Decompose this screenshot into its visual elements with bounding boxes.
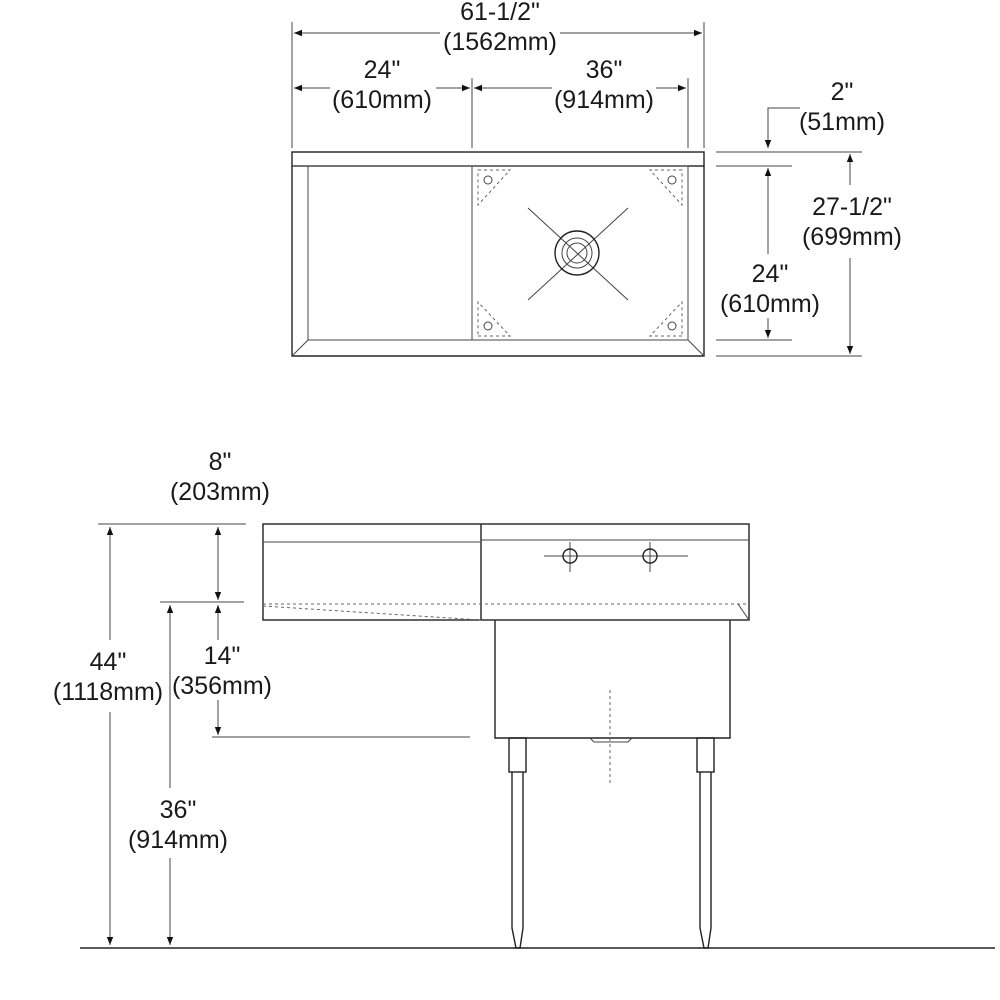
overall-height-mm: (1118mm) — [53, 678, 163, 706]
plan-backsplash-edge — [291, 151, 705, 167]
overall-width-in: 61-1/2" — [460, 0, 540, 26]
bowl-height-in: 14" — [204, 642, 241, 670]
bowl-depth-in: 24" — [752, 260, 789, 288]
rim-height-in: 36" — [160, 796, 197, 824]
front-bowl — [494, 620, 731, 739]
overall-width-mm: (1562mm) — [443, 28, 557, 56]
front-top-assembly — [262, 523, 750, 621]
bowl-width-mm: (914mm) — [554, 86, 654, 114]
plan-bowl — [471, 165, 689, 341]
bowl-height-mm: (356mm) — [172, 672, 272, 700]
drainboard-width-mm: (610mm) — [332, 86, 432, 114]
front-legs — [508, 737, 715, 949]
plan-drain — [527, 207, 629, 301]
plan-corner-brackets — [477, 169, 683, 337]
bowl-depth-mm: (610mm) — [720, 290, 820, 318]
rim-height-mm: (914mm) — [128, 826, 228, 854]
backsplash-height-mm: (203mm) — [170, 478, 270, 506]
faucet-holes — [544, 542, 688, 572]
overall-height-in: 44" — [90, 648, 127, 676]
drainboard-width-in: 24" — [364, 56, 401, 84]
front-view: 8" (203mm) 14" (356mm) 44" (1118mm) 36" … — [53, 448, 995, 949]
plan-view: 61-1/2" (1562mm) 24" (610mm) 36" (914mm)… — [291, 0, 902, 357]
backsplash-height-in: 8" — [209, 448, 232, 476]
overall-depth-in: 27-1/2" — [812, 193, 892, 221]
backsplash-depth-mm: (51mm) — [799, 108, 885, 136]
plan-drainboard — [307, 165, 473, 341]
overall-depth-mm: (699mm) — [802, 223, 902, 251]
plan-outer-body — [291, 166, 705, 357]
backsplash-depth-in: 2" — [831, 78, 854, 106]
bowl-width-in: 36" — [586, 56, 623, 84]
